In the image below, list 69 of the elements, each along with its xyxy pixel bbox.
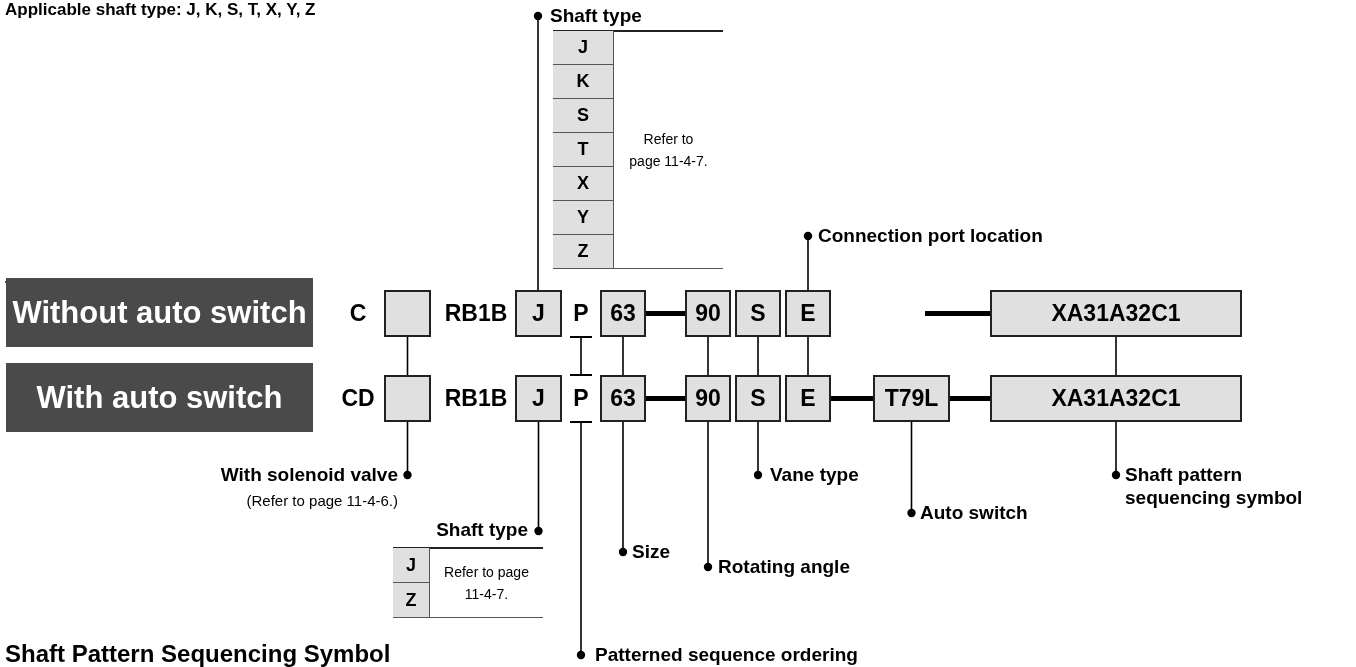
code-box: 63: [600, 290, 646, 337]
table-cell: Z: [393, 583, 430, 618]
connector-line: [646, 396, 685, 401]
code-box: XA31A32C1: [990, 290, 1242, 337]
connector-line: [406, 336, 409, 376]
connector-line: [646, 311, 685, 316]
leader-line: [803, 231, 813, 291]
leader-line: [533, 11, 543, 291]
code-box: E: [785, 375, 831, 422]
callout-label: Auto switch: [920, 501, 1028, 524]
leader-line: [569, 421, 593, 660]
connector-line: [950, 396, 990, 401]
callout-label: With solenoid valve: [220, 463, 398, 486]
table-cell: Y: [553, 201, 614, 235]
code-box: S: [735, 375, 781, 422]
callout-label: Connection port location: [818, 224, 1043, 247]
callout-label: Shaft type: [436, 518, 528, 541]
link-line: [569, 336, 593, 376]
table-cell: Refer to page 11-4-7.: [430, 548, 543, 618]
code-box: 63: [600, 375, 646, 422]
connector-line: [807, 336, 809, 376]
code-box: J: [515, 290, 562, 337]
table-cell: J: [553, 31, 614, 65]
table-cell: Refer to page 11-4-7.: [614, 31, 723, 269]
table-cell: X: [553, 167, 614, 201]
code-text: RB1B: [443, 299, 509, 328]
page-reference-note: (Refer to page 11-4-6.): [246, 491, 398, 511]
code-text: RB1B: [443, 384, 509, 413]
leader-line: [1111, 421, 1121, 480]
connector-line: [831, 396, 873, 401]
table-cell: Z: [553, 235, 614, 269]
leader-line: [534, 421, 543, 536]
code-text: CD: [340, 384, 376, 413]
code-box: XA31A32C1: [990, 375, 1242, 422]
leader-line: [618, 421, 628, 557]
table-cell: K: [553, 65, 614, 99]
leader-line: [403, 421, 412, 480]
callout-label: Patterned sequence ordering: [595, 643, 858, 666]
category-banner: With auto switch: [6, 363, 313, 432]
table-cell: S: [553, 99, 614, 133]
blank-code-box: [384, 290, 431, 337]
callout-label: Size: [632, 540, 671, 563]
table-cell: J: [393, 548, 430, 583]
code-box: E: [785, 290, 831, 337]
leader-line: [907, 421, 916, 518]
leader-line: [753, 421, 763, 480]
heading: Applicable shaft type: J, K, S, T, X, Y, Z: [5, 0, 317, 21]
heading: Shaft Pattern Sequencing Symbol: [5, 640, 392, 667]
connector-line: [1115, 336, 1117, 376]
category-banner: Without auto switch: [6, 278, 313, 347]
callout-label: Rotating angle: [718, 555, 850, 578]
table-cell: T: [553, 133, 614, 167]
code-letter: P: [570, 375, 592, 422]
code-text: C: [348, 299, 368, 328]
code-box: J: [515, 375, 562, 422]
blank-code-box: [384, 375, 431, 422]
connector-line: [757, 336, 759, 376]
code-box: T79L: [873, 375, 950, 422]
leader-line: [703, 421, 713, 572]
connector-line: [925, 311, 990, 316]
code-letter: P: [570, 290, 592, 337]
connector-line: [707, 336, 709, 376]
callout-label: Shaft pattern sequencing symbol: [1125, 463, 1304, 509]
callout-label: Vane type: [770, 463, 859, 486]
connector-line: [622, 336, 624, 376]
callout-label: Shaft type: [550, 4, 642, 27]
code-box: S: [735, 290, 781, 337]
code-box: 90: [685, 290, 731, 337]
code-box: 90: [685, 375, 731, 422]
